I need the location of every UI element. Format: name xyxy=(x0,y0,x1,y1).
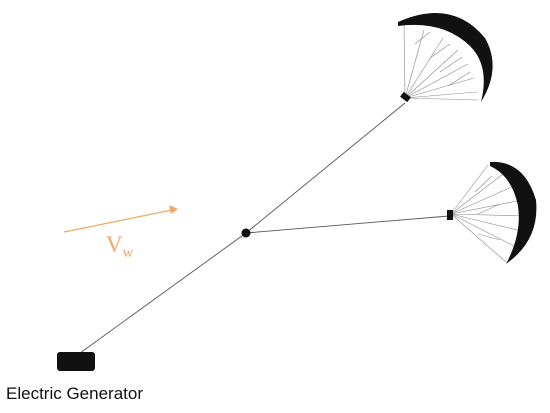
lower-tether xyxy=(245,215,450,234)
wind-symbol: V xyxy=(106,232,123,257)
main-tether xyxy=(75,232,247,357)
lower-kite-control-pod xyxy=(447,210,453,220)
wind-velocity-label: Vw xyxy=(106,232,134,261)
lower-kite-bridles xyxy=(450,164,527,263)
upper-kite xyxy=(398,13,493,103)
upper-kite-bridles xyxy=(403,23,479,101)
lower-kite xyxy=(447,161,537,264)
parafoil-kite-icon xyxy=(398,13,493,102)
upper-tether xyxy=(245,102,406,234)
parafoil-kite-icon xyxy=(490,161,537,264)
generator-label: Electric Generator xyxy=(6,384,143,403)
wind-subscript: w xyxy=(123,245,134,261)
generator-block-icon xyxy=(57,352,95,371)
junction-dot-icon xyxy=(241,228,251,238)
upper-kite-control-pod xyxy=(400,91,411,103)
wind-arrow-icon xyxy=(63,205,178,233)
